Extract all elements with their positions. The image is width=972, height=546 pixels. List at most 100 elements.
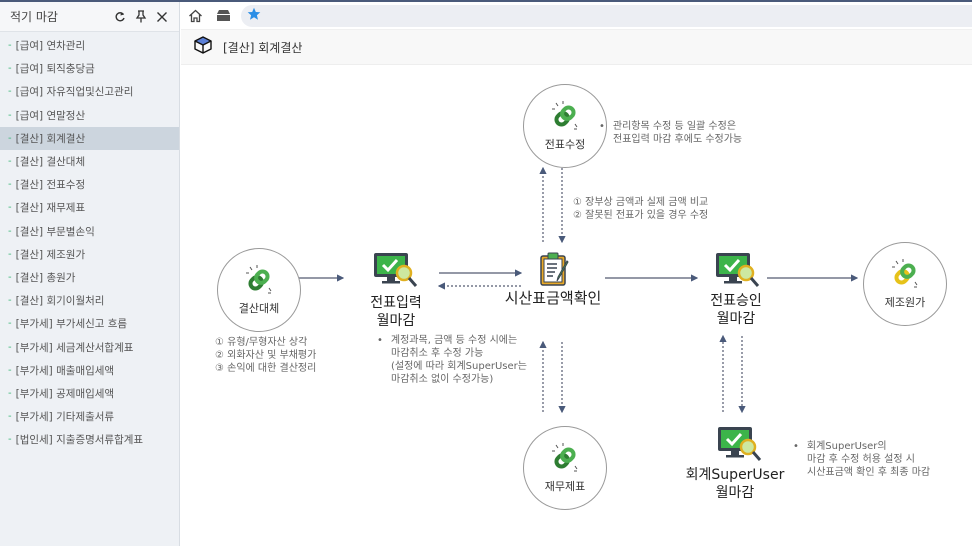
superuser-notes: •회계SuperUser의 마감 후 수정 허용 설정 시 시산표금액 확인 후…: [793, 441, 931, 478]
label-line: 월마감: [376, 313, 416, 329]
settlement-transfer-node[interactable]: 결산대체: [217, 248, 301, 332]
voucher-input-notes: •계정과목, 금액 등 수정 시에는 마감취소 후 수정 가능 (설정에 따라 …: [377, 335, 527, 385]
sidebar: 적기 마감 -[급여] 연차관리-[급여] 퇴직충당금-[급여] 자유직업및신고…: [0, 2, 180, 546]
sidebar-item[interactable]: -[부가세] 세금계산서합계표: [0, 335, 179, 358]
sidebar-item[interactable]: -[결산] 재무제표: [0, 196, 179, 219]
superuser-close-label: 회계SuperUser 월마감: [675, 466, 795, 502]
sidebar-item[interactable]: -[결산] 제조원가: [0, 243, 179, 266]
note-line: ③ 손익에 대한 결산정리: [215, 363, 317, 374]
dash-bullet-icon: -: [8, 434, 12, 446]
sidebar-item-label: [결산] 전표수정: [15, 179, 86, 192]
dash-bullet-icon: -: [8, 387, 12, 399]
voucher-edit-node[interactable]: 전표수정: [523, 84, 607, 168]
dash-bullet-icon: -: [8, 132, 12, 144]
pin-icon[interactable]: [132, 8, 150, 26]
note-line: 마감취소 후 수정 가능: [391, 348, 484, 359]
manufacturing-cost-label: 제조원가: [884, 296, 926, 309]
voucher-edit-notes: •관리항목 수정 등 일괄 수정은 전표입력 마감 후에도 수정가능: [599, 121, 743, 145]
dash-bullet-icon: -: [8, 202, 12, 214]
sidebar-item[interactable]: -[급여] 연차관리: [0, 34, 179, 57]
sidebar-item-label: [부가세] 세금계산서합계표: [15, 341, 134, 354]
label-line: 전표입력: [370, 295, 422, 311]
sidebar-item[interactable]: -[급여] 연말정산: [0, 104, 179, 127]
financial-statements-label: 재무제표: [544, 480, 586, 493]
sidebar-item-label: [부가세] 매출매입세액: [15, 364, 115, 377]
voucher-approval-close-label: 전표승인 월마감: [691, 292, 781, 328]
tab-bar: [181, 2, 972, 29]
chain-link-icon: [550, 442, 580, 476]
note-line: ② 외화자산 및 부채평가: [215, 350, 317, 361]
dash-bullet-icon: -: [8, 86, 12, 98]
sidebar-item-label: [급여] 연차관리: [15, 40, 86, 53]
sidebar-item[interactable]: -[급여] 퇴직충당금: [0, 57, 179, 80]
dash-bullet-icon: -: [8, 179, 12, 191]
sidebar-item[interactable]: -[결산] 회기이월처리: [0, 289, 179, 312]
voucher-input-close-label: 전표입력 월마감: [351, 294, 441, 330]
sidebar-item[interactable]: -[부가세] 매출매입세액: [0, 359, 179, 382]
sidebar-item[interactable]: -[부가세] 공제매입세액: [0, 382, 179, 405]
sidebar-title: 적기 마감: [10, 10, 58, 24]
settlement-transfer-label: 결산대체: [238, 302, 280, 315]
sidebar-item[interactable]: -[부가세] 기타제출서류: [0, 405, 179, 428]
store-icon[interactable]: [209, 2, 237, 29]
label-line: 월마감: [716, 311, 756, 327]
sidebar-item[interactable]: -[급여] 자유직업및신고관리: [0, 80, 179, 103]
note-line: 회계SuperUser의: [806, 441, 887, 452]
dash-bullet-icon: -: [8, 341, 12, 353]
dash-bullet-icon: -: [8, 295, 12, 307]
cube-icon: [193, 35, 213, 59]
dash-bullet-icon: -: [8, 318, 12, 330]
compare-notes: ① 장부상 금액과 실제 금액 비교 ② 잘못된 전표가 있을 경우 수정: [573, 196, 708, 222]
sidebar-header: 적기 마감: [0, 2, 179, 32]
dash-bullet-icon: -: [8, 109, 12, 121]
sidebar-item[interactable]: -[결산] 총원가: [0, 266, 179, 289]
sidebar-item-label: [결산] 결산대체: [15, 156, 86, 169]
note-line: 시산표금액 확인 후 최종 마감: [807, 467, 931, 478]
note-line: 전표입력 마감 후에도 수정가능: [613, 134, 743, 145]
sidebar-item-label: [결산] 회계결산: [15, 132, 86, 145]
sidebar-item-label: [부가세] 부가세신고 흐름: [15, 318, 128, 331]
page-title: [결산] 회계결산: [223, 40, 303, 55]
monitor-check-icon: [373, 252, 419, 294]
dash-bullet-icon: -: [8, 225, 12, 237]
sidebar-item-label: [부가세] 공제매입세액: [15, 387, 115, 400]
sidebar-item-label: [결산] 재무제표: [15, 202, 86, 215]
settlement-transfer-notes: ① 유형/무형자산 상각 ② 외화자산 및 부채평가 ③ 손익에 대한 결산정리: [215, 336, 316, 375]
dash-bullet-icon: -: [8, 248, 12, 260]
tab-strip: [241, 4, 972, 27]
flow-arrows: [271, 166, 859, 414]
sidebar-item-label: [급여] 자유직업및신고관리: [15, 86, 134, 99]
sidebar-item[interactable]: -[결산] 부문별손익: [0, 220, 179, 243]
label-line: 월마감: [715, 485, 755, 501]
clipboard-icon: [539, 252, 571, 290]
sidebar-item-label: [급여] 퇴직충당금: [15, 63, 95, 76]
sidebar-menu: -[급여] 연차관리-[급여] 퇴직충당금-[급여] 자유직업및신고관리-[급여…: [0, 32, 179, 451]
sidebar-item-label: [결산] 총원가: [15, 271, 76, 284]
sidebar-item-label: [법인세] 지출증명서류합계표: [15, 434, 144, 447]
sidebar-item-label: [결산] 제조원가: [15, 248, 86, 261]
sidebar-item[interactable]: -[부가세] 부가세신고 흐름: [0, 312, 179, 335]
voucher-edit-label: 전표수정: [544, 138, 586, 151]
page-header: [결산] 회계결산: [181, 29, 972, 65]
close-icon[interactable]: [153, 8, 171, 26]
manufacturing-cost-node[interactable]: 제조원가: [863, 242, 947, 326]
monitor-check-icon: [715, 252, 761, 294]
sidebar-item[interactable]: -[결산] 전표수정: [0, 173, 179, 196]
star-icon[interactable]: [247, 6, 261, 25]
window-top-border: [0, 0, 972, 2]
note-line: 마감취소 없이 수정가능): [391, 374, 494, 385]
home-icon[interactable]: [181, 2, 209, 29]
dash-bullet-icon: -: [8, 271, 12, 283]
sidebar-item[interactable]: -[법인세] 지출증명서류합계표: [0, 428, 179, 451]
sidebar-item[interactable]: -[결산] 회계결산: [0, 126, 179, 150]
sidebar-item-label: [부가세] 기타제출서류: [15, 411, 115, 424]
note-line: ① 유형/무형자산 상각: [215, 337, 308, 348]
dash-bullet-icon: -: [8, 63, 12, 75]
refresh-icon[interactable]: [111, 8, 129, 26]
sidebar-item-label: [결산] 부문별손익: [15, 225, 95, 238]
financial-statements-node[interactable]: 재무제표: [523, 426, 607, 510]
sidebar-item-label: [결산] 회기이월처리: [15, 295, 105, 308]
sidebar-item[interactable]: -[결산] 결산대체: [0, 150, 179, 173]
dash-bullet-icon: -: [8, 411, 12, 423]
monitor-check-icon: [717, 426, 763, 468]
